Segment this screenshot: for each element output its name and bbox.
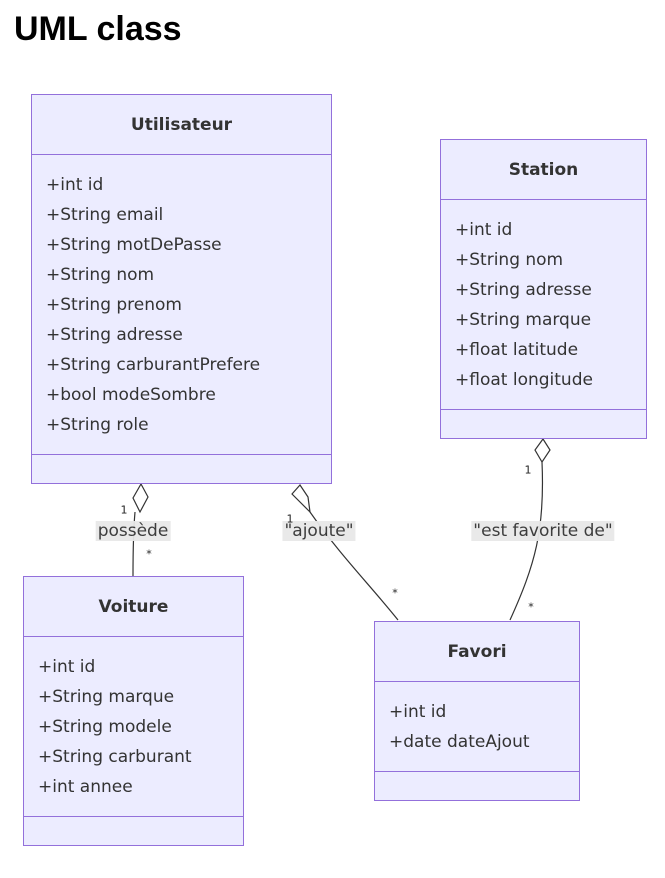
attribute: +float latitude xyxy=(455,340,579,360)
attribute: +String modele xyxy=(38,717,172,737)
multiplicity-ajoute-to: * xyxy=(392,586,398,600)
multiplicity-ajoute-from: 1 xyxy=(286,512,294,526)
class-station: Station +int id +String nom +String adre… xyxy=(440,139,647,439)
diagram-title: UML class xyxy=(14,10,182,48)
methods-section xyxy=(375,772,579,801)
attribute: +int id xyxy=(38,657,96,677)
multiplicity-possede-to: * xyxy=(146,547,152,561)
attribute: +String adresse xyxy=(455,280,592,300)
attributes-section: +int id +date dateAjout xyxy=(375,682,579,772)
attribute: +String marque xyxy=(38,687,175,707)
multiplicity-favorite-from: 1 xyxy=(524,463,532,477)
attribute: +bool modeSombre xyxy=(46,385,216,405)
class-name: Utilisateur xyxy=(32,95,331,155)
class-name: Station xyxy=(441,140,646,200)
attribute: +String marque xyxy=(455,310,592,330)
methods-section xyxy=(32,455,331,484)
attribute: +int id xyxy=(389,702,447,722)
attribute: +String carburant xyxy=(38,747,192,767)
attribute: +int annee xyxy=(38,777,133,797)
edge-possede xyxy=(132,511,136,577)
attribute: +String prenom xyxy=(46,295,182,315)
attribute: +String nom xyxy=(455,250,564,270)
class-name: Favori xyxy=(375,622,579,682)
attribute: +date dateAjout xyxy=(389,732,530,752)
attribute: +float longitude xyxy=(455,370,593,390)
attribute: +int id xyxy=(46,175,104,195)
class-voiture: Voiture +int id +String marque +String m… xyxy=(23,576,244,846)
aggregation-diamond-possede xyxy=(132,482,149,514)
attribute: +int id xyxy=(455,220,513,240)
methods-section xyxy=(441,410,646,439)
relation-label-favorite: "est favorite de" xyxy=(471,521,615,541)
multiplicity-possede-from: 1 xyxy=(120,503,128,517)
edge-favorite xyxy=(509,461,544,621)
attribute: +String email xyxy=(46,205,164,225)
methods-section xyxy=(24,817,243,846)
multiplicity-favorite-to: * xyxy=(528,600,534,614)
attribute: +String nom xyxy=(46,265,155,285)
attribute: +String carburantPrefere xyxy=(46,355,261,375)
aggregation-diamond-ajoute xyxy=(291,484,311,514)
attribute: +String role xyxy=(46,415,149,435)
relation-label-ajoute: "ajoute" xyxy=(282,521,356,541)
attributes-section: +int id +String email +String motDePasse… xyxy=(32,155,331,455)
attributes-section: +int id +String marque +String modele +S… xyxy=(24,637,243,817)
class-name: Voiture xyxy=(24,577,243,637)
relation-label-possede: possède xyxy=(95,521,171,541)
class-utilisateur: Utilisateur +int id +String email +Strin… xyxy=(31,94,332,484)
aggregation-diamond-favorite xyxy=(534,437,551,464)
attribute: +String motDePasse xyxy=(46,235,222,255)
attribute: +String adresse xyxy=(46,325,183,345)
attributes-section: +int id +String nom +String adresse +Str… xyxy=(441,200,646,410)
class-favori: Favori +int id +date dateAjout xyxy=(374,621,580,801)
